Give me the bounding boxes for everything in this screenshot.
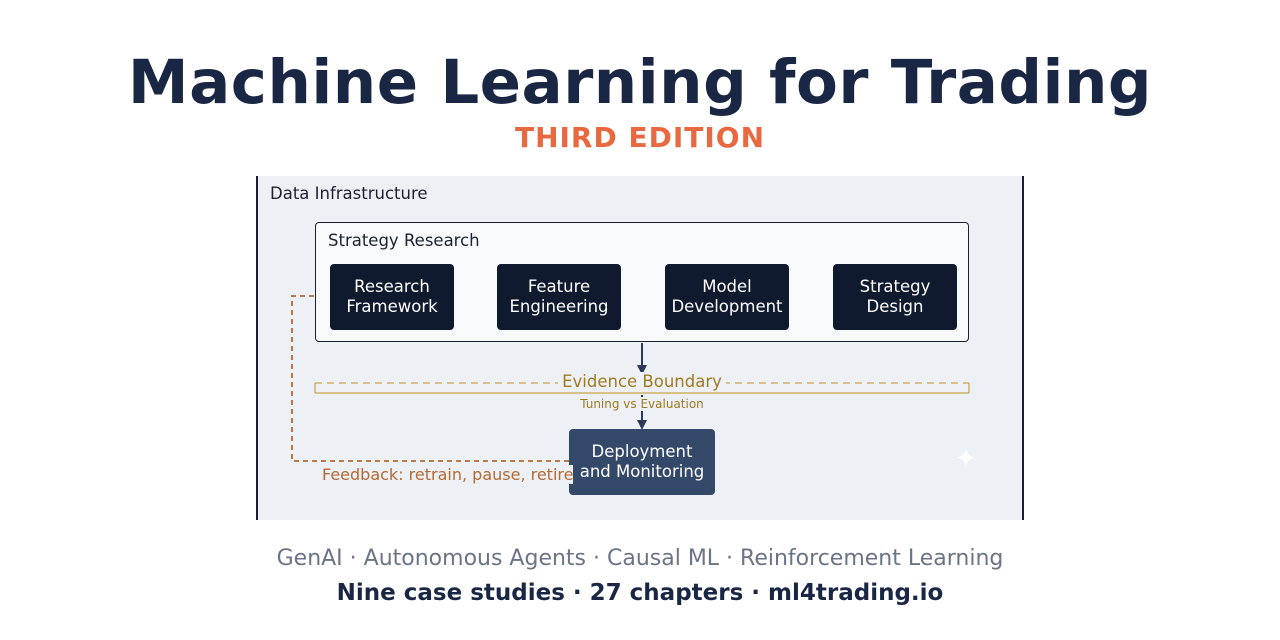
feedback-loop-arrow [291, 290, 569, 462]
topics-tagline: GenAI · Autonomous Agents · Causal ML · … [276, 546, 1004, 571]
feedback-label: Feedback: retrain, pause, retire [322, 465, 574, 484]
evidence-boundary-label: Evidence Boundary [558, 372, 726, 391]
strategy-design-box: Strategy Design [833, 264, 957, 330]
evidence-boundary-sublabel: Tuning vs Evaluation [578, 397, 706, 411]
research-framework-box: Research Framework [330, 264, 454, 330]
edition-subtitle: THIRD EDITION [514, 121, 766, 154]
feature-engineering-box: Feature Engineering [497, 264, 621, 330]
strategy-research-label: Strategy Research [328, 231, 480, 250]
page-title: Machine Learning for Trading [127, 47, 1153, 118]
pipeline-diagram: Data Infrastructure Strategy Research Re… [256, 176, 1024, 520]
model-development-box: Model Development [665, 264, 789, 330]
summary-line: Nine case studies · 27 chapters · ml4tra… [336, 580, 944, 606]
sparkle-icon: ✦ [955, 444, 977, 474]
data-infrastructure-label: Data Infrastructure [270, 184, 428, 203]
deployment-monitoring-box: Deployment and Monitoring [569, 429, 715, 495]
